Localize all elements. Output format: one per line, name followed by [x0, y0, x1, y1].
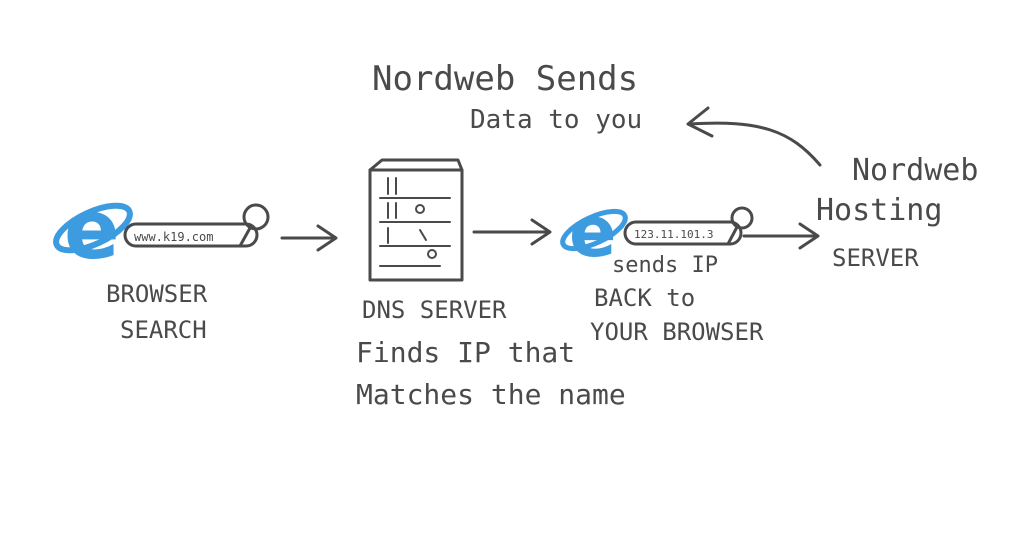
ip-return-group: e 123.11.101.3 sends IP BACK to YOUR BRO…	[560, 191, 764, 346]
return-curve-arrow	[686, 106, 822, 167]
ip-bar: 123.11.101.3	[623, 220, 743, 246]
ip-label-line-2: BACK to	[594, 284, 695, 312]
title-line-2: Data to you	[470, 105, 642, 135]
url-bar: www.k19.com	[123, 222, 259, 248]
ip-address-text: 123.11.101.3	[634, 228, 713, 241]
browser-search-group: e www.k19.com BROWSER SEARCH	[53, 183, 270, 344]
dns-label-line-2: Finds IP that	[356, 336, 575, 369]
ip-label-line-3: YOUR BROWSER	[590, 318, 764, 346]
magnifier-icon	[238, 203, 270, 248]
dns-label-line-1: DNS SERVER	[362, 296, 507, 324]
arrow-icon	[742, 222, 820, 250]
svg-text:e: e	[569, 191, 616, 273]
hosting-label-line-3: SERVER	[832, 244, 919, 272]
browser-label-line-1: BROWSER	[106, 280, 208, 308]
arrow-icon	[280, 224, 338, 252]
hosting-label-line-1: Nordweb	[852, 153, 978, 188]
dns-label-line-3: Matches the name	[356, 378, 626, 411]
server-rack-icon	[368, 158, 464, 282]
hosting-label-line-2: Hosting	[816, 193, 942, 228]
internet-explorer-icon: e	[560, 191, 628, 273]
arrow-icon	[472, 218, 552, 246]
hosting-server-group: Nordweb Hosting SERVER	[816, 153, 978, 272]
svg-text:e: e	[64, 183, 120, 278]
magnifier-icon	[726, 206, 754, 246]
browser-label-line-2: SEARCH	[120, 316, 207, 344]
dns-server-group: DNS SERVER Finds IP that Matches the nam…	[356, 158, 626, 411]
browser-url-text: www.k19.com	[134, 230, 213, 244]
ip-label-line-1: sends IP	[612, 253, 718, 278]
title-line-1: Nordweb Sends	[372, 59, 638, 99]
internet-explorer-icon: e	[53, 183, 133, 278]
